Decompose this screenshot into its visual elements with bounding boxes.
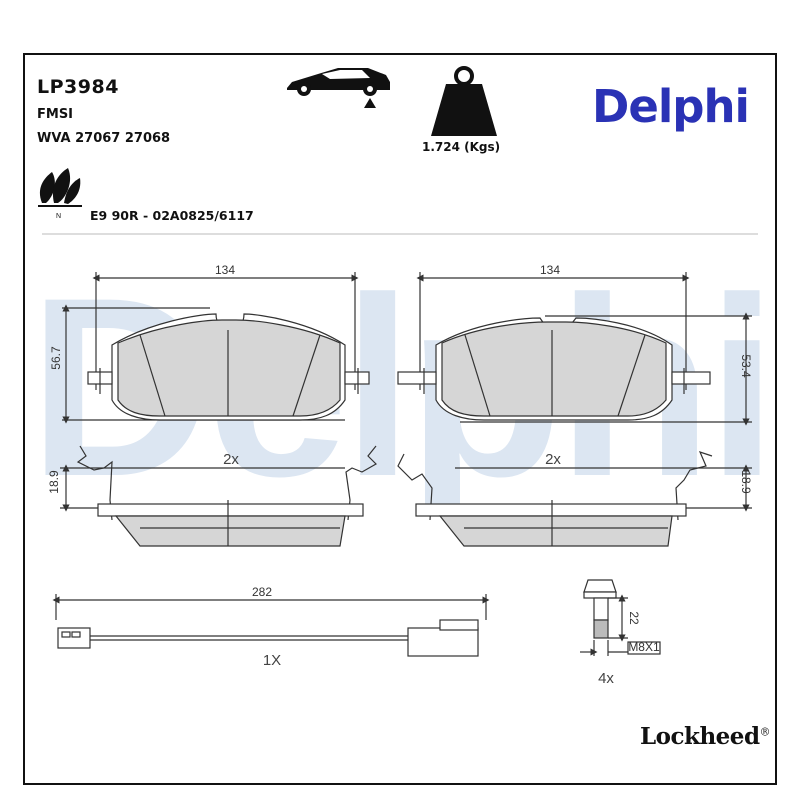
left-pad-width-label: 134 [215, 263, 235, 277]
right-pad-side-view [397, 451, 752, 547]
bolt-qty-label: 4x [598, 670, 614, 687]
bolt-length-label: 22 [627, 611, 641, 625]
car-axle-icon [287, 68, 390, 108]
right-pad-width-label: 134 [540, 263, 560, 277]
fmsi-label: FMSI [37, 107, 74, 122]
weight-value: 1.724 (Kgs) [422, 140, 501, 154]
left-pad-front-view [62, 272, 370, 424]
bolt-thread-label: M8X1 [628, 640, 660, 654]
drawing-frame [23, 53, 777, 785]
right-clip-height-label: 18.9 [739, 470, 753, 494]
left-pad-side-view [60, 445, 377, 547]
wear-sensor-drawing [52, 594, 490, 657]
registered-mark: ® [759, 725, 771, 739]
right-pad-front-view [397, 272, 752, 426]
sensor-length-label: 282 [252, 585, 272, 599]
left-pad-qty-label: 2x [223, 451, 239, 468]
footer-brand-text: Lockheed [640, 723, 760, 750]
part-number: LP3984 [37, 76, 119, 98]
eco-leaves-icon: N [38, 168, 82, 220]
left-clip-height-label: 18.9 [47, 470, 61, 494]
svg-text:N: N [56, 213, 61, 220]
right-pad-height-label: 53.4 [739, 354, 753, 378]
wva-numbers: WVA 27067 27068 [37, 131, 171, 146]
sensor-qty-label: 1X [263, 652, 281, 669]
weight-icon [431, 66, 497, 136]
brand-logo: Delphi [592, 80, 750, 133]
footer-brand-logo: Lockheed® [640, 723, 771, 750]
bolt-drawing [580, 579, 661, 656]
approval-number: E9 90R - 02A0825/6117 [90, 208, 254, 223]
left-pad-height-label: 56.7 [49, 346, 63, 370]
right-pad-qty-label: 2x [545, 451, 561, 468]
